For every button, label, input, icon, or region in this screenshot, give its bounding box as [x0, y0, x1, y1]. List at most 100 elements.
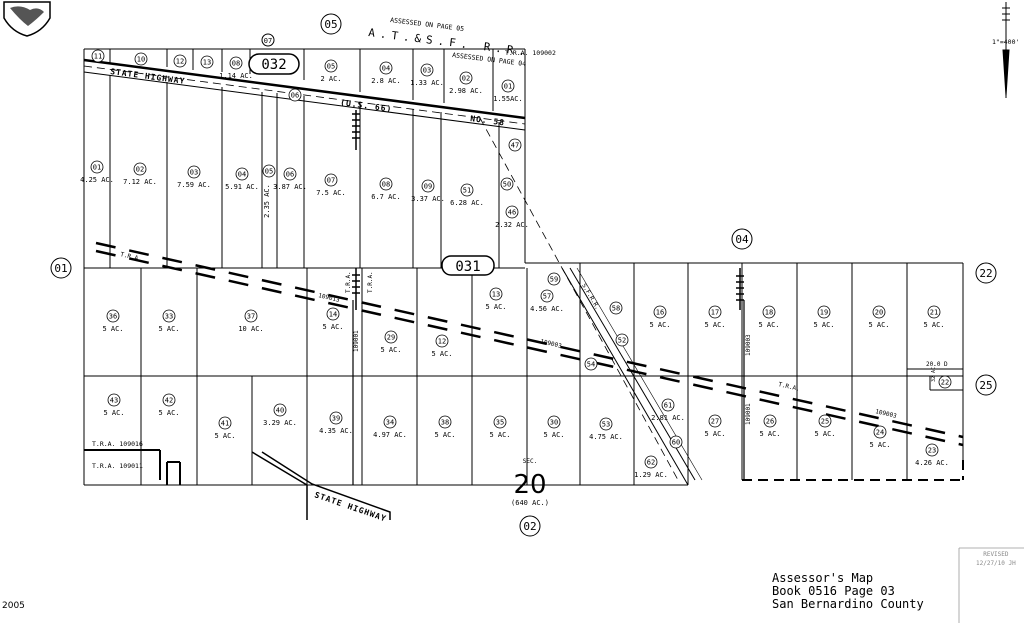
parcel-number: 35 [496, 419, 504, 427]
parcel-number-circle [817, 305, 831, 319]
parcel-acreage: 5 AC. [543, 431, 564, 439]
parcel-number-circle [459, 71, 473, 85]
parcel-number-circle [708, 414, 722, 428]
parcel-acreage: 4.25 AC. [80, 176, 114, 184]
page-02: 02 [523, 520, 536, 533]
parcel-acreage: 5 AC. [868, 321, 889, 329]
parcel: 077.5 AC. [316, 173, 346, 197]
parcel-number: 51 [463, 187, 471, 195]
parcel-number: 50 [503, 181, 511, 189]
parcel-number: 25 [821, 418, 829, 426]
parcel: 54 [584, 357, 598, 371]
parcel: 335 AC. [158, 309, 180, 333]
parcel-number-circle [91, 49, 105, 63]
parcel-number: 03 [190, 169, 198, 177]
parcel-number: 10 [137, 56, 145, 64]
parcel-number: 04 [382, 65, 390, 73]
parcel-number: 17 [711, 309, 719, 317]
parcel-number: 23 [928, 447, 936, 455]
parcel: 574.56 AC. [530, 289, 564, 313]
parcel-number: 54 [587, 361, 595, 369]
parcel-number: 40 [276, 407, 284, 415]
revised-date: 12/27/10 JH [976, 560, 1016, 567]
parcel: 621.29 AC. [634, 455, 668, 479]
us66-label: (U.S. 66) [340, 98, 393, 114]
parcel-number-circle [218, 416, 232, 430]
parcel-number: 13 [203, 59, 211, 67]
parcel-number: 61 [664, 402, 672, 410]
parcel: 61 2.81 AC. [651, 398, 685, 422]
block-032: 032 [261, 57, 286, 73]
parcel: 052.35 AC. [262, 164, 276, 218]
parcel-number: 16 [656, 309, 664, 317]
parcel-number-circle [505, 205, 519, 219]
parcel: 344.97 AC. [373, 415, 407, 439]
parcel-number: 41 [221, 420, 229, 428]
parcel-number-circle [938, 375, 952, 389]
parcel-acreage: 2.98 AC. [449, 87, 483, 95]
tra-109011: T.R.A. 109011 [92, 462, 143, 470]
parcel: 185 AC. [758, 305, 780, 329]
parcel-acreage: 2 AC. [320, 75, 341, 83]
parcel: 385 AC. [434, 415, 456, 439]
parcel-number-circle [90, 160, 104, 174]
parcel-number-circle [669, 435, 683, 449]
parcel-acreage: 2.8 AC. [371, 77, 401, 85]
parcel: 516.28 AC. [450, 183, 484, 207]
parcel-acreage: 2.81 AC. [651, 414, 685, 422]
parcel-number-circle [653, 305, 667, 319]
parcel-number-circle [599, 417, 613, 431]
parcel-number: 18 [765, 309, 773, 317]
tra-109016: T.R.A. 109016 [92, 440, 143, 448]
parcel-number: 57 [543, 293, 551, 301]
tra-109003: 109003 [745, 334, 752, 356]
parcel-number-circle [762, 305, 776, 319]
parcel-acreage: 2.35 AC. [263, 184, 271, 218]
parcel-number: 33 [165, 313, 173, 321]
page-07: 07 [264, 37, 272, 45]
page-05: 05 [324, 18, 337, 31]
parcel-number-circle [379, 177, 393, 191]
parcel: 093.37 AC. [411, 179, 445, 203]
parcel: 59 [547, 272, 561, 286]
parcel: 365 AC. [102, 309, 124, 333]
parcel: 027.12 AC. [123, 162, 157, 186]
parcel-number-circle [283, 167, 297, 181]
parcel-acreage: 7.12 AC. [123, 178, 157, 186]
parcel-acreage: 5 AC. [649, 321, 670, 329]
parcel-number: 19 [820, 309, 828, 317]
parcel: 60 [669, 435, 683, 449]
parcel-number: 22 [941, 379, 949, 387]
parcel: 081.14 AC. [219, 56, 253, 80]
parcel: 415 AC. [214, 416, 236, 440]
parcel-number: 05 [327, 63, 335, 71]
parcel: 355 AC. [489, 415, 511, 439]
parcel-number-circle [460, 183, 474, 197]
tra-code: T.R.A. [778, 381, 801, 393]
county-seal-logo [3, 1, 51, 37]
parcel-number-circle [262, 164, 276, 178]
parcel-acreage: 5 AC. [813, 321, 834, 329]
parcel: 125 AC. [431, 334, 453, 358]
parcel-acreage: 5 AC. [704, 430, 725, 438]
section-label: SEC. [523, 458, 537, 465]
parcel: 16 5 AC. [649, 305, 671, 329]
parcel-number: 46 [508, 209, 516, 217]
tra-109001: 109001 [353, 330, 360, 352]
parcel-number-circle [229, 56, 243, 70]
parcel: 52 [615, 333, 629, 347]
revised-box [958, 547, 1024, 623]
parcel-number: 43 [110, 397, 118, 405]
parcel-acreage: 5 AC. [814, 430, 835, 438]
parcel-acreage: 5 AC. [704, 321, 725, 329]
parcel-number-circle [288, 88, 302, 102]
parcel-number: 39 [332, 415, 340, 423]
parcel: 05 2 AC. [320, 59, 342, 83]
parcel: 10 [134, 52, 148, 66]
parcel-acreage: 5 AC. [923, 321, 944, 329]
parcel-number-circle [420, 63, 434, 77]
parcel: 25 5 AC. [814, 414, 836, 438]
block-031: 031 [455, 259, 480, 275]
